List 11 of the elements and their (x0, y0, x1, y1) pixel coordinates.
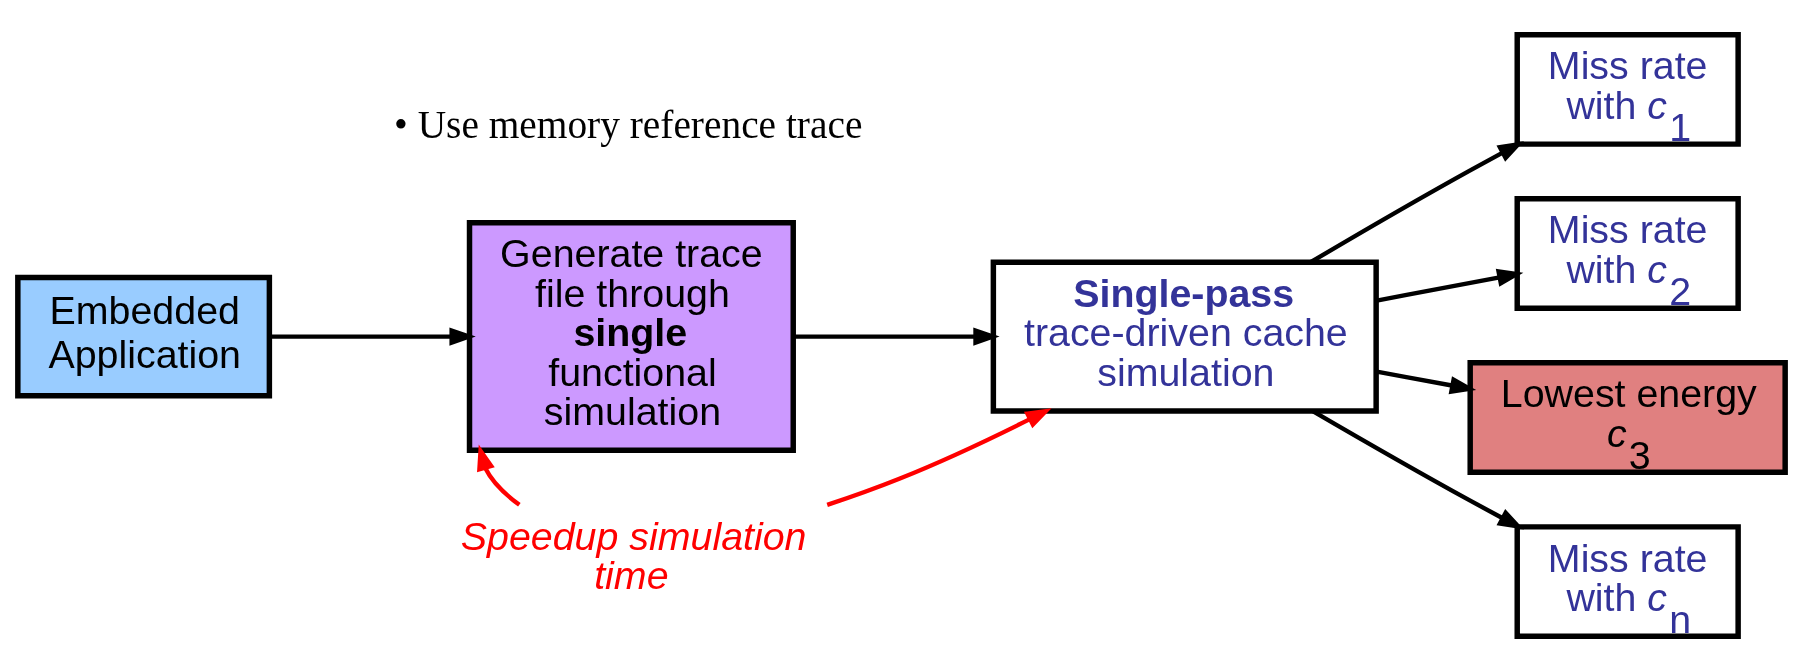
label: • Use memory reference trace (394, 103, 863, 148)
arrow (477, 444, 521, 507)
arrow (269, 327, 476, 346)
node-box: Embedded Application (15, 274, 273, 399)
arrow (826, 408, 1052, 507)
arrow (1376, 369, 1477, 395)
arrow (793, 327, 1000, 346)
node-box: Generate trace file through single functional simulation (466, 220, 796, 454)
node-box: Single-pass trace-driven cache simulation (990, 259, 1379, 414)
node-text: Speedup simulation time (460, 513, 807, 598)
arrow (1376, 268, 1524, 303)
